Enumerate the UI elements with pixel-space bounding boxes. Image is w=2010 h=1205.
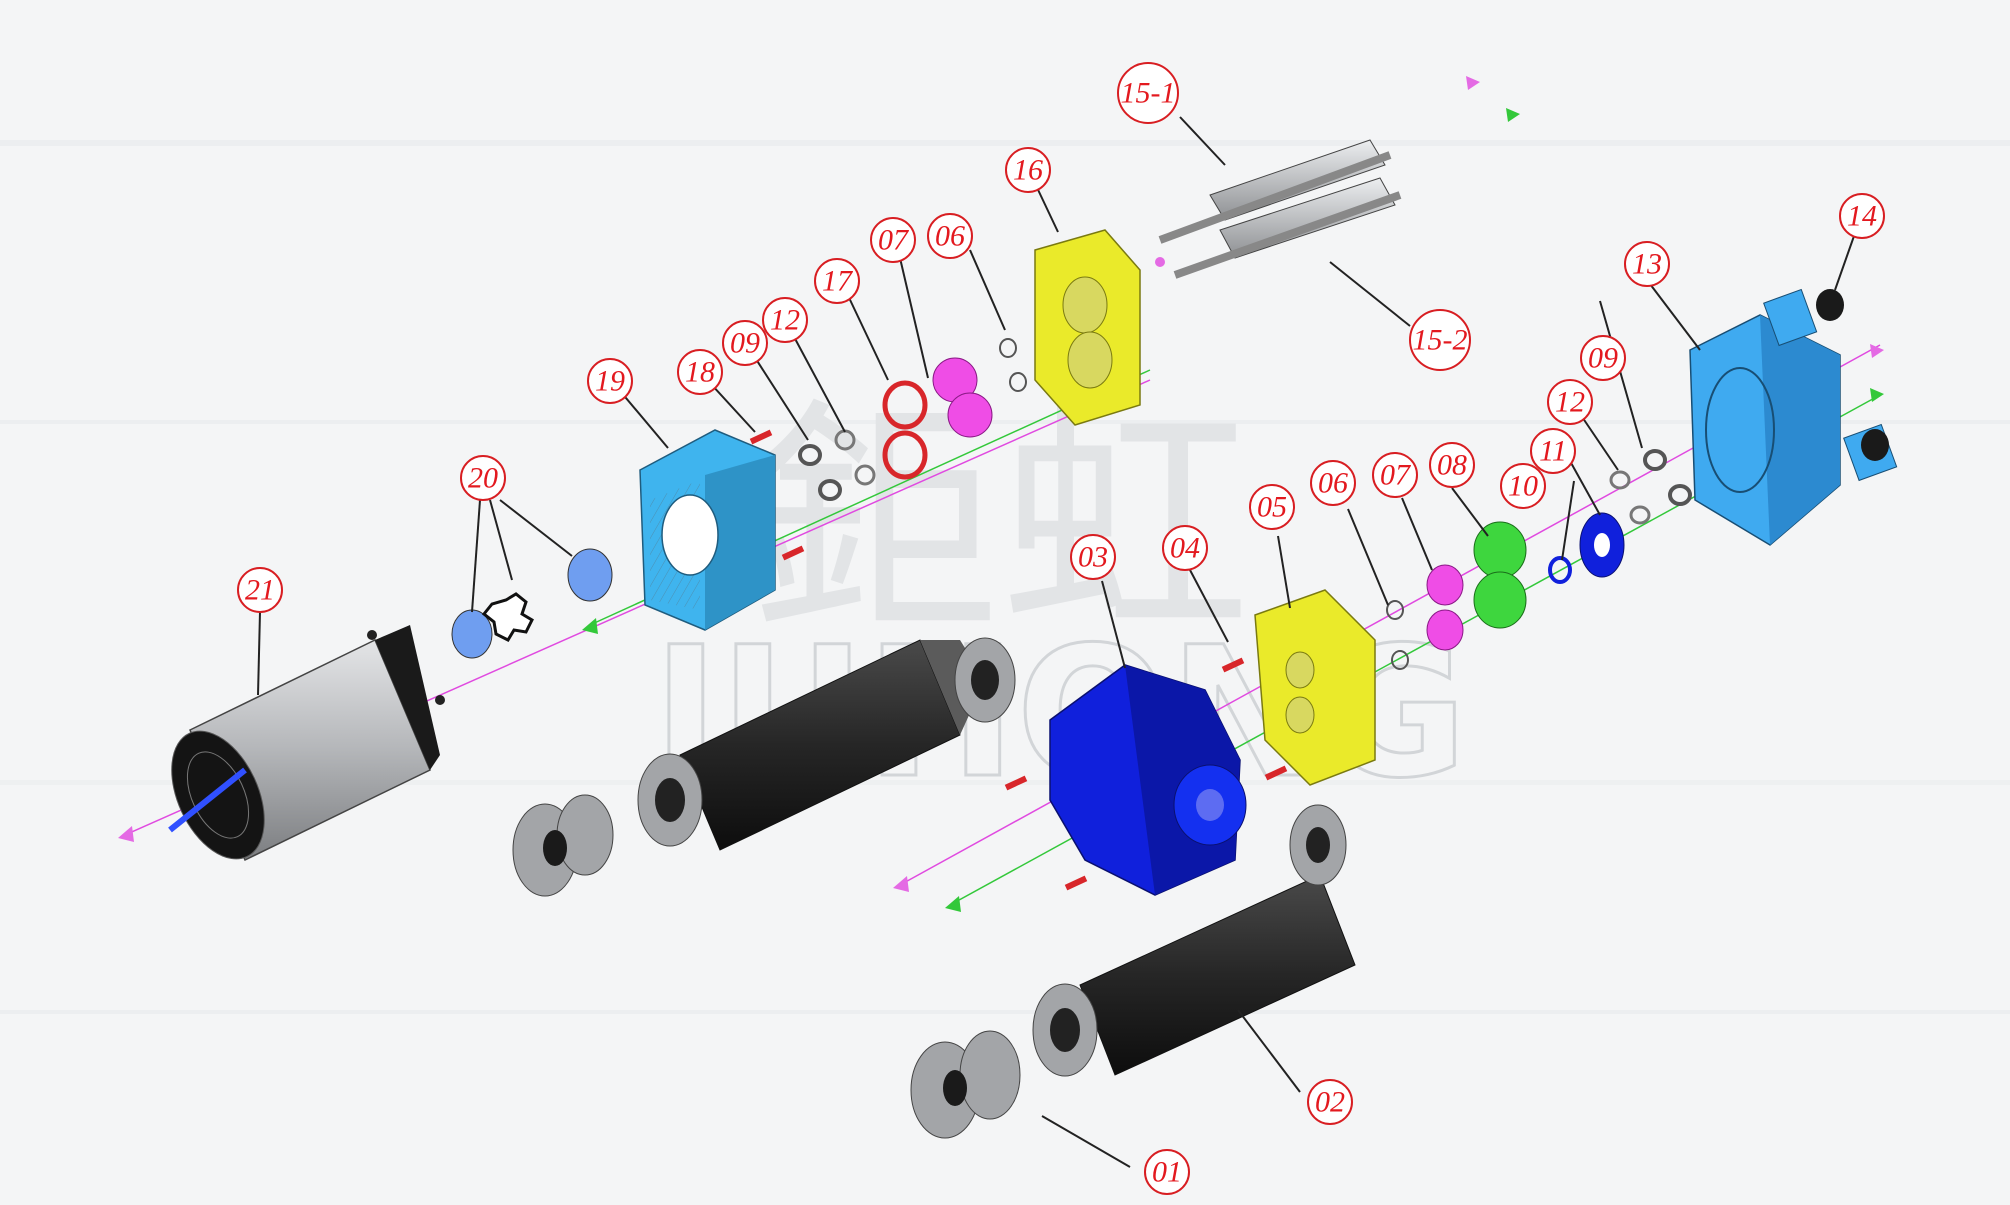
callout-06-left: 06 (927, 213, 973, 259)
callout-text: 06 (1318, 467, 1348, 500)
callout-text: 20 (468, 462, 498, 495)
callout-09: 09 (1580, 335, 1626, 381)
callout-03: 03 (1070, 534, 1116, 580)
callout-text: 19 (595, 365, 625, 398)
axis-arrow-icon (1506, 108, 1520, 122)
callout-01: 01 (1144, 1149, 1190, 1195)
callout-text: 16 (1013, 154, 1043, 187)
callout-08: 08 (1429, 442, 1475, 488)
callout-text: 07 (1380, 459, 1412, 492)
callout-text: 03 (1078, 541, 1108, 574)
callout-12-left: 12 (762, 297, 808, 343)
axis-arrow-icon (1870, 388, 1884, 402)
callout-12: 12 (1547, 379, 1593, 425)
callout-text: 04 (1170, 532, 1200, 565)
callout-text: 15-1 (1121, 77, 1176, 110)
callout-text: 02 (1315, 1086, 1345, 1119)
callout-text: 01 (1152, 1156, 1182, 1189)
callout-04: 04 (1162, 525, 1208, 571)
callout-text: 14 (1847, 200, 1877, 233)
part-rear-plate (1221, 589, 1376, 786)
callout-text: 15-2 (1413, 324, 1468, 357)
leader-lines (257, 116, 1861, 1168)
part-bearing-housing (639, 429, 805, 631)
callout-text: 21 (245, 574, 275, 607)
part-front-plate (1034, 229, 1141, 426)
callout-text: 07 (878, 224, 910, 257)
callout-text: 12 (1555, 386, 1585, 419)
part-seal-rings-left (798, 338, 1027, 501)
axis-arrow-icon (582, 618, 598, 634)
callout-14: 14 (1839, 193, 1885, 239)
axis-arrow-icon (1870, 344, 1884, 358)
part-pipe-lower (1032, 804, 1356, 1077)
callout-16: 16 (1005, 147, 1051, 193)
callout-text: 17 (822, 265, 854, 298)
callout-text: 10 (1508, 470, 1538, 503)
callout-text: 09 (1588, 342, 1618, 375)
watermark-cjk: 鉅虹 (750, 378, 1250, 669)
callout-13: 13 (1624, 241, 1670, 287)
callout-text: 05 (1257, 491, 1287, 524)
callout-text: 09 (730, 327, 760, 360)
callout-19: 19 (587, 358, 633, 404)
callout-text: 12 (770, 304, 800, 337)
callout-text: 13 (1632, 248, 1662, 281)
axis-arrow-icon (945, 896, 961, 912)
callout-15-1: 15-1 (1117, 62, 1179, 124)
callout-15-2: 15-2 (1409, 309, 1471, 371)
callout-17: 17 (814, 258, 860, 304)
callout-21: 21 (237, 567, 283, 613)
part-seal-rings-right (1386, 449, 1692, 670)
callout-11: 11 (1530, 428, 1576, 474)
callout-05: 05 (1249, 484, 1295, 530)
part-flexible-joint (910, 1030, 1021, 1139)
callout-06: 06 (1310, 460, 1356, 506)
callout-18: 18 (677, 349, 723, 395)
callout-07-left: 07 (870, 217, 916, 263)
callout-text: 08 (1437, 449, 1467, 482)
callout-text: 11 (1539, 435, 1567, 468)
callout-text: 06 (935, 220, 965, 253)
axis-arrow-icon (118, 826, 134, 842)
callout-20: 20 (460, 455, 506, 501)
callout-07: 07 (1372, 452, 1418, 498)
callout-09-left: 09 (722, 320, 768, 366)
callout-10: 10 (1500, 463, 1546, 509)
callout-text: 18 (685, 356, 715, 389)
callout-labels: 01 02 03 04 05 06 07 08 09 10 11 12 13 1… (237, 62, 1885, 1195)
part-gearbox (1689, 288, 1898, 546)
callout-02: 02 (1307, 1079, 1353, 1125)
axis-arrow-icon (893, 876, 909, 892)
axis-arrow-icon (1466, 76, 1480, 90)
part-motor (168, 625, 445, 862)
part-pipe-upper (512, 637, 1016, 897)
part-rotor-shafts (1155, 139, 1402, 279)
part-pump-body (1004, 664, 1247, 896)
